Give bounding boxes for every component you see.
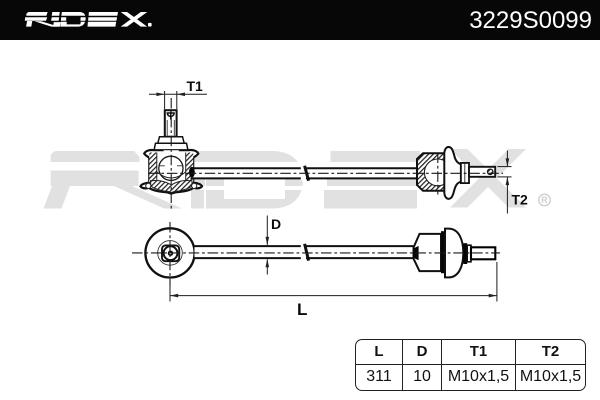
svg-text:L: L: [297, 300, 307, 319]
svg-text:D: D: [271, 216, 281, 232]
svg-text:T2: T2: [512, 192, 529, 208]
svg-text:T1: T1: [187, 78, 204, 94]
svg-text:R: R: [541, 195, 548, 205]
